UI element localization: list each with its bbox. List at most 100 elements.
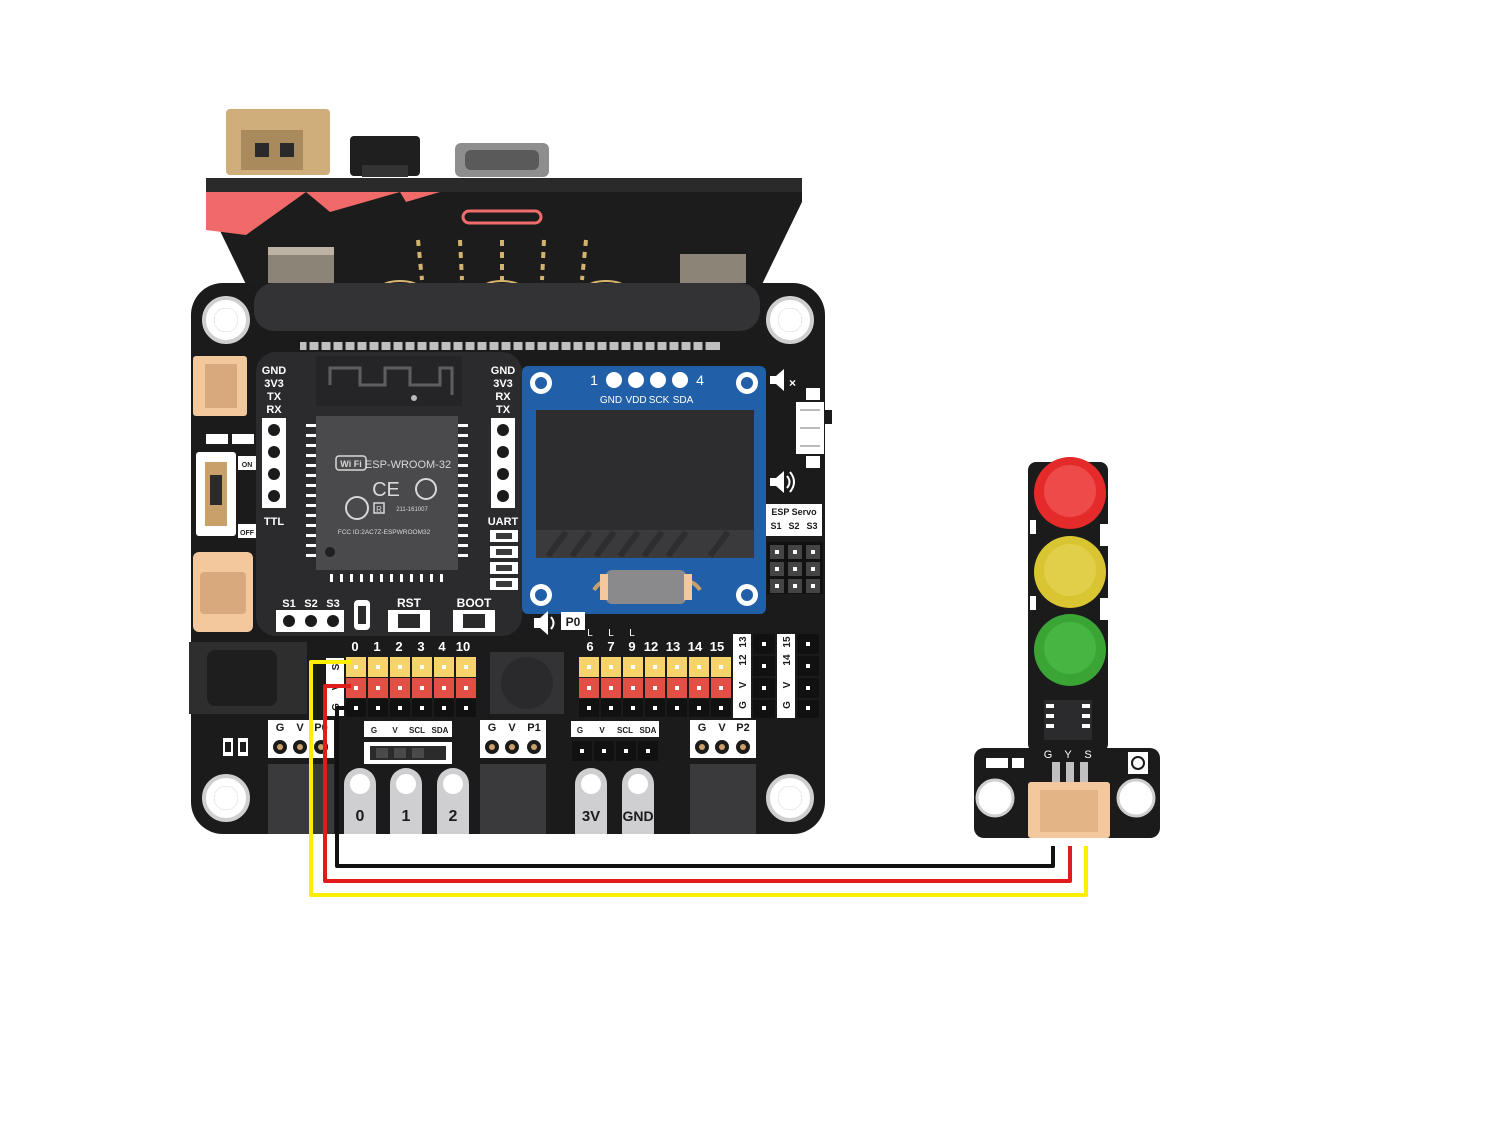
- side-pin-14: 14: [782, 654, 793, 666]
- port-p0: G V P0: [268, 720, 334, 834]
- right-gpio-header: L L L 6 7 9 12 13 14 15: [579, 628, 819, 718]
- oled-pin-sda: SDA: [673, 395, 694, 406]
- esp32-area: Wi Fi ESP-WROOM-32 CE R 211-161007 FCC I…: [256, 352, 522, 636]
- uart-pin-tx: TX: [496, 404, 511, 416]
- traffic-light-module: G Y S: [974, 457, 1160, 838]
- gpio-13-label: 13: [666, 639, 680, 654]
- port-p0-v: V: [296, 722, 304, 734]
- port-p2: G V P2: [690, 720, 756, 834]
- gpio-6-label: 6: [586, 639, 593, 654]
- s2-label: S2: [304, 598, 317, 610]
- side-pin-15: 15: [782, 636, 793, 648]
- port-p1-v: V: [508, 722, 516, 734]
- uart-pin-gnd: GND: [491, 365, 516, 377]
- side-pin-12: 12: [738, 654, 749, 666]
- side-pin-13: 13: [738, 636, 749, 648]
- gpio-0-label: 0: [351, 639, 358, 654]
- port-p2-v: V: [718, 722, 726, 734]
- rst-button[interactable]: [388, 610, 430, 632]
- row-label-s: S: [331, 663, 342, 670]
- ttl-pin-gnd: GND: [262, 365, 287, 377]
- speaker-controls: × ESP Servo S1 S2 S3: [766, 369, 832, 594]
- esp-servo-s3: S3: [806, 521, 817, 531]
- switch-off-label: OFF: [240, 530, 255, 537]
- esp-servo-header[interactable]: [767, 542, 823, 594]
- gpio-1-label: 1: [373, 639, 380, 654]
- boot-button[interactable]: [453, 610, 495, 632]
- edge-pad-0: 0: [356, 808, 365, 825]
- oled-display: 1 4 GND VDD SCK SDA: [522, 366, 766, 614]
- gpio-9-label: 9: [628, 639, 635, 654]
- i2c-connector[interactable]: [364, 742, 452, 764]
- s3-label: S3: [326, 598, 339, 610]
- i2c2-sda: SDA: [640, 726, 657, 735]
- r-code: 211-161007: [396, 507, 428, 513]
- uart-label: UART: [488, 516, 519, 528]
- microbit-board: [206, 109, 802, 305]
- ttl-pin-rx: RX: [266, 404, 282, 416]
- boot-label: BOOT: [457, 596, 492, 610]
- i2c-v: V: [392, 726, 398, 735]
- power-switch[interactable]: [196, 452, 236, 536]
- gpio-10-label: 10: [456, 639, 470, 654]
- p0-label: P0: [566, 615, 581, 629]
- ce-mark: CE: [372, 479, 400, 501]
- rst-label: RST: [397, 596, 422, 610]
- wire-vcc: [323, 684, 1072, 883]
- edge-pad-3v: 3V: [582, 808, 600, 825]
- side-label-g: G: [738, 701, 749, 709]
- r-mark: R: [376, 505, 382, 514]
- certification-icon: [345, 496, 369, 520]
- esp-servo-title: ESP Servo: [771, 507, 817, 517]
- i2c-header-left: G V SCL SDA: [364, 721, 452, 764]
- side-label-v: V: [738, 681, 749, 688]
- l-mark-2: L: [608, 628, 614, 639]
- fcc-id: FCC ID:2AC7Z-ESPWROOM32: [338, 529, 431, 536]
- i2c2-v: V: [599, 726, 605, 735]
- ttl-label: TTL: [264, 516, 284, 528]
- speaker-on-icon: [770, 471, 784, 493]
- i2c2-g: G: [577, 726, 583, 735]
- buzzer-icon: [534, 611, 548, 635]
- gpio-2-label: 2: [395, 639, 402, 654]
- svg-text:×: ×: [789, 376, 796, 390]
- oled-pin-vdd: VDD: [625, 395, 646, 406]
- wire-signal: [309, 660, 1088, 897]
- i2c-scl: SCL: [409, 726, 425, 735]
- module-connector[interactable]: [1028, 782, 1110, 838]
- oled-pin-start: 1: [590, 372, 598, 388]
- port-p0-g: G: [276, 722, 285, 734]
- side-label-g-2: G: [782, 701, 793, 709]
- edge-pad-2: 2: [449, 808, 458, 825]
- usb-port-icon: [455, 143, 549, 177]
- side-label-v-2: V: [782, 681, 793, 688]
- esp-module-name: ESP-WROOM-32: [365, 459, 451, 471]
- switch-on-label: ON: [242, 462, 253, 469]
- port-p1-g: G: [488, 722, 497, 734]
- gpio-12-label: 12: [644, 639, 658, 654]
- esp-servo-s2: S2: [788, 521, 799, 531]
- edge-pads: 0 1 2 3V GND: [344, 768, 654, 834]
- oled-pin-sck: SCK: [649, 395, 670, 406]
- port-p2-s: P2: [736, 722, 749, 734]
- side-header-14-15[interactable]: [797, 634, 819, 718]
- port-p1-s: P1: [527, 722, 540, 734]
- oled-pin-gnd: GND: [600, 395, 622, 406]
- i2c2-scl: SCL: [617, 726, 633, 735]
- port-p1: G V P1: [480, 720, 546, 834]
- module-pin-g: G: [1044, 749, 1053, 761]
- module-pin-y: Y: [1064, 749, 1072, 761]
- i2c-header-right: G V SCL SDA: [571, 721, 659, 761]
- left-gpio-header: 0 1 2 3 4 10 S V G: [326, 639, 476, 717]
- l-mark-3: L: [629, 628, 635, 639]
- oled-pin-end: 4: [696, 372, 704, 388]
- wires: [309, 660, 1088, 897]
- gpio-15-label: 15: [710, 639, 724, 654]
- slide-switch[interactable]: [796, 388, 832, 468]
- wifi-logo: Wi Fi: [340, 459, 361, 469]
- edge-connector-strip: [300, 342, 720, 350]
- side-header-12-13[interactable]: [753, 634, 775, 718]
- ttl-pin-tx: TX: [267, 391, 282, 403]
